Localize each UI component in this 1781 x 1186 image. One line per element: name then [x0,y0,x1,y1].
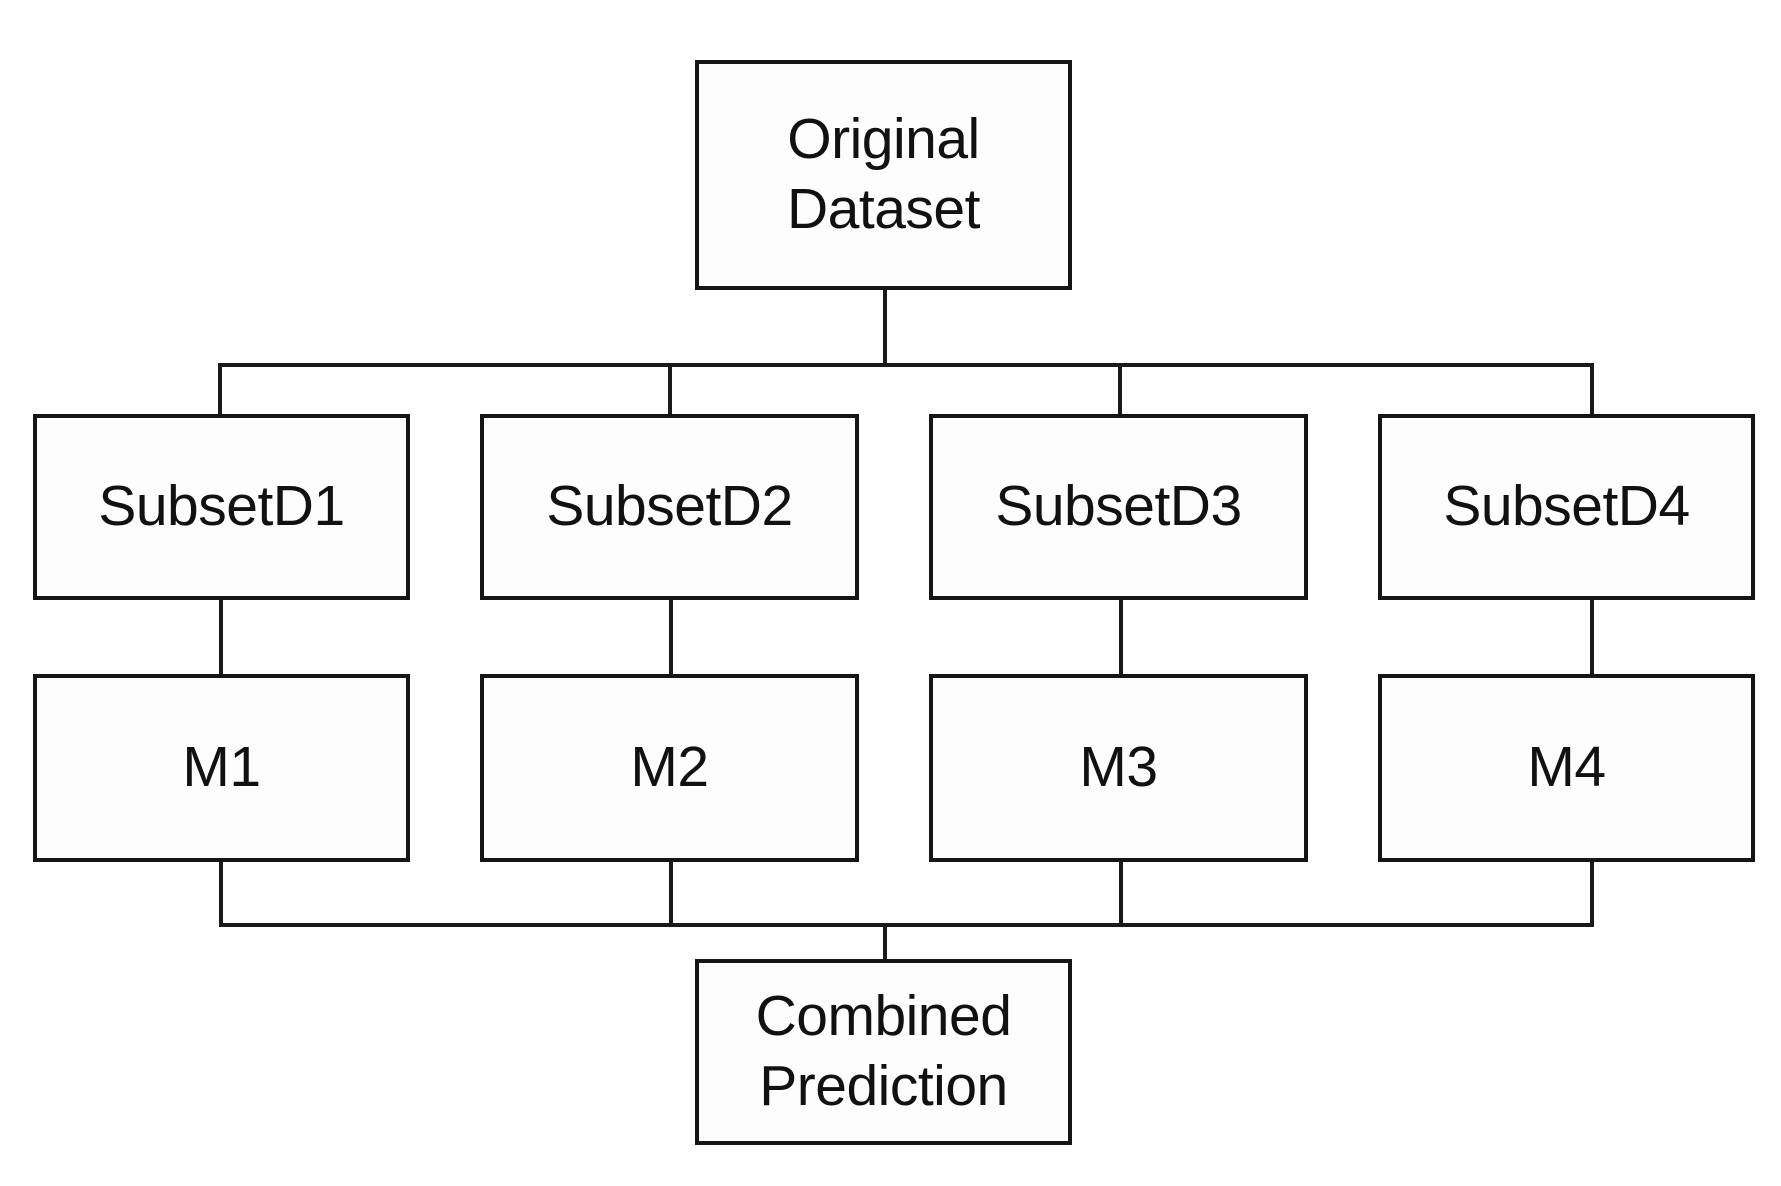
node-model-m4-label: M4 [1527,735,1606,800]
node-original-dataset-label: Original Dataset [787,107,980,241]
edge-merge-bar-to-combined [883,923,887,961]
edge-m2-to-merge-bar [669,860,673,927]
edge-merge-collection-bar [219,923,1594,927]
edge-subset-d1-to-m1 [219,598,223,676]
edge-m1-to-merge-bar [219,860,223,927]
node-model-m1[interactable]: M1 [33,674,410,862]
node-subset-d1[interactable]: SubsetD1 [33,414,410,600]
edge-split-distribution-bar [218,363,1594,367]
node-model-m2-label: M2 [630,735,709,800]
node-model-m1-label: M1 [182,735,261,800]
node-subset-d2[interactable]: SubsetD2 [480,414,859,600]
edge-m3-to-merge-bar [1119,860,1123,927]
node-model-m2[interactable]: M2 [480,674,859,862]
edge-split-to-subset-4 [1590,363,1594,416]
node-subset-d3[interactable]: SubsetD3 [929,414,1308,600]
edge-split-to-subset-1 [218,363,222,416]
node-subset-d3-label: SubsetD3 [995,474,1242,539]
edge-subset-d2-to-m2 [669,598,673,676]
edge-subset-d3-to-m3 [1119,598,1123,676]
node-subset-d2-label: SubsetD2 [546,474,793,539]
node-combined-prediction-label: Combined Prediction [755,984,1012,1118]
node-subset-d4-label: SubsetD4 [1443,474,1690,539]
edge-m4-to-merge-bar [1590,860,1594,927]
edge-original-to-split-bar [883,288,887,367]
edge-split-to-subset-2 [668,363,672,416]
node-subset-d1-label: SubsetD1 [98,474,345,539]
node-model-m3-label: M3 [1079,735,1158,800]
edge-split-to-subset-3 [1118,363,1122,416]
node-subset-d4[interactable]: SubsetD4 [1378,414,1755,600]
node-original-dataset[interactable]: Original Dataset [695,60,1072,290]
node-model-m3[interactable]: M3 [929,674,1308,862]
edge-subset-d4-to-m4 [1590,598,1594,676]
node-combined-prediction[interactable]: Combined Prediction [695,959,1072,1145]
node-model-m4[interactable]: M4 [1378,674,1755,862]
